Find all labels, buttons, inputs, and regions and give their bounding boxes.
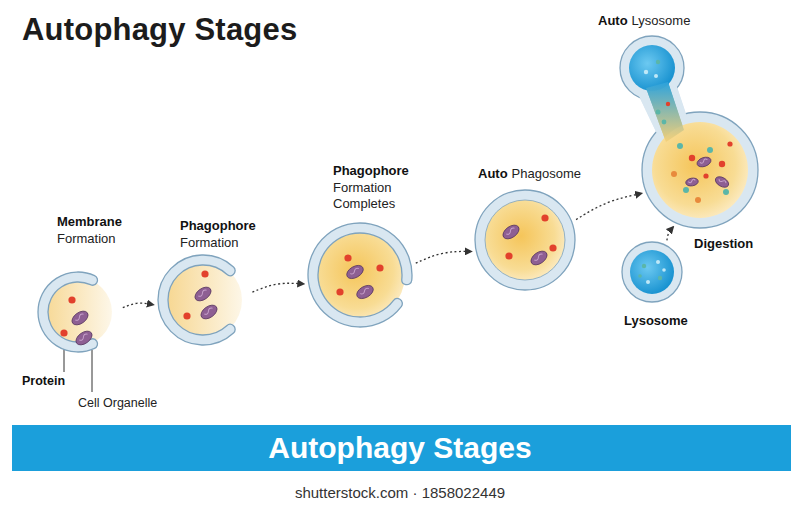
watermark: shutterstock.com · 1858022449 — [0, 484, 800, 502]
protein-dot — [68, 296, 75, 303]
process-label: Digestion — [694, 236, 753, 252]
stage-heading: Phagophore — [333, 163, 409, 179]
organelle — [696, 155, 713, 168]
title-band: Autophagy Stages — [12, 425, 791, 471]
process-arrow — [667, 227, 673, 240]
protein-dot — [723, 189, 729, 195]
membrane — [308, 223, 412, 327]
band-title: Autophagy Stages — [12, 430, 788, 466]
protein-dot — [646, 280, 650, 284]
stage-heading: Auto — [598, 13, 628, 29]
stage-subtitle: Formation Completes — [333, 180, 411, 212]
protein-dot — [666, 102, 670, 106]
stage-subtitle: Phagosome — [512, 166, 581, 182]
organelle — [528, 248, 549, 267]
protein-dot — [336, 288, 343, 295]
protein-dot — [658, 276, 662, 280]
organelle — [73, 328, 94, 347]
stage-subtitle: Formation — [180, 235, 239, 251]
protein-dot — [677, 143, 683, 149]
stage-heading: Auto — [478, 166, 508, 182]
membrane — [158, 255, 235, 345]
process-arrow — [123, 303, 153, 308]
protein-dot — [656, 110, 661, 115]
stage-node: AutoLysosome — [596, 8, 766, 238]
organelle — [192, 284, 213, 303]
protein-dot — [549, 244, 556, 251]
protein-dot — [638, 274, 642, 278]
membrane — [38, 272, 98, 352]
organelle — [685, 177, 699, 187]
protein-dot — [656, 60, 660, 64]
organelle-shape — [30, 208, 142, 358]
protein-dot — [183, 312, 190, 319]
organelle — [354, 283, 375, 302]
membrane — [475, 190, 575, 290]
lumen — [485, 200, 565, 280]
protein-dot — [505, 252, 512, 259]
protein-dot — [707, 147, 713, 153]
stage-node: AutoPhagosome — [468, 162, 586, 294]
organelle-shape — [468, 162, 586, 294]
part-label: Protein — [22, 374, 65, 389]
protein-dot — [376, 264, 383, 271]
protein-dot — [642, 264, 646, 268]
stage-heading: Phagophore — [180, 218, 256, 234]
organelle — [69, 308, 90, 327]
lumen — [646, 82, 684, 142]
protein-dot — [644, 70, 648, 74]
stage-subtitle: Lysosome — [632, 13, 691, 29]
process-arrow — [252, 283, 303, 292]
protein-dot — [344, 254, 351, 261]
protein-dot — [656, 260, 660, 264]
protein-dot — [703, 173, 708, 178]
title: Autophagy Stages — [22, 12, 297, 48]
protein-dot — [683, 187, 689, 193]
stage-heading: Membrane — [57, 214, 122, 230]
process-arrow — [576, 193, 641, 219]
stage-node: PhagophoreFormation — [150, 212, 272, 352]
stage-node: Lysosome — [616, 238, 698, 334]
protein-dot — [201, 270, 208, 277]
organelle-shape — [596, 8, 766, 238]
organelle — [714, 175, 731, 190]
organelle — [344, 263, 365, 282]
stage-node: PhagophoreFormation Completes — [300, 160, 422, 332]
protein-dot — [60, 329, 67, 336]
protein-dot — [671, 171, 677, 177]
protein-dot — [695, 197, 701, 203]
stage-subtitle: Formation — [57, 231, 116, 247]
organelle — [500, 222, 521, 241]
leader-line — [92, 350, 93, 392]
protein-dot — [654, 74, 658, 78]
organelle — [198, 302, 219, 321]
part-label: Cell Organelle — [78, 396, 157, 411]
protein-dot — [541, 214, 548, 221]
protein-dot — [719, 161, 725, 167]
stage-heading: Lysosome — [624, 313, 688, 329]
membrane — [622, 242, 682, 302]
stage-node: MembraneFormation — [30, 208, 142, 358]
protein-dot — [662, 120, 667, 125]
protein-dot — [727, 141, 732, 146]
process-arrow — [416, 251, 471, 263]
lumen — [630, 250, 674, 294]
protein-dot — [662, 268, 666, 272]
protein-dot — [689, 155, 695, 161]
